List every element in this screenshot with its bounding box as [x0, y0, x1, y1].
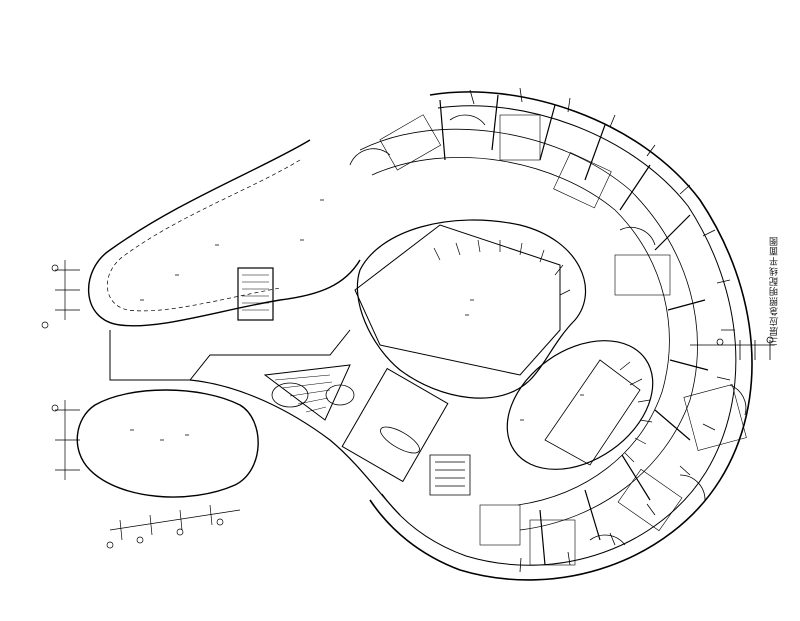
dimension-left-mid: [51, 400, 80, 480]
plaza-oval: [76, 389, 259, 498]
outer-wall-inner: [381, 105, 737, 566]
drawing-title: 三层应急照明配线平面图: [770, 236, 780, 346]
stair-core: [429, 454, 471, 496]
axis-bubble-r2: [716, 338, 724, 346]
auditorium-inner: [544, 359, 641, 466]
seating-arc-5: [679, 474, 706, 501]
seating-arc-3: [619, 226, 656, 246]
meeting-room: [341, 367, 449, 483]
auditorium-seats: [619, 361, 653, 463]
inner-corridor: [371, 156, 670, 506]
right-grid-lines: [690, 340, 775, 360]
room-dividers: [439, 94, 709, 566]
planter-2: [325, 384, 355, 406]
seating-arc-4: [729, 384, 747, 416]
meeting-table: [380, 426, 420, 454]
left-wing-inner: [107, 159, 301, 312]
plaza-curve: [189, 379, 401, 516]
axis-bubble-r1: [766, 336, 774, 344]
seating-arc-6: [589, 534, 626, 546]
seating-arc-1: [349, 148, 391, 166]
outer-wall-outer: [369, 91, 753, 581]
courtyard-radial: [433, 239, 571, 296]
dimension-bottom: [106, 504, 241, 549]
stair-block: [237, 267, 274, 321]
outer-ticks: [469, 87, 735, 573]
corridor-wall: [359, 128, 698, 531]
fixture-marks: [130, 199, 584, 441]
desk-rows: [379, 114, 747, 566]
courtyard-outer: [356, 219, 587, 399]
hatched-area: [263, 364, 351, 421]
hatch-lines: [274, 374, 333, 413]
left-wing: [88, 139, 361, 327]
seating-arc-2: [449, 114, 486, 126]
stair-steps: [242, 274, 269, 311]
dimension-left-top: [41, 260, 80, 329]
drawing-title-block: 三层应急照明配线平面图: [768, 236, 792, 346]
courtyard-hexagon: [354, 224, 561, 376]
planter-1: [271, 382, 309, 408]
left-wing-connector: [109, 329, 351, 381]
auditorium-oval: [506, 340, 654, 470]
